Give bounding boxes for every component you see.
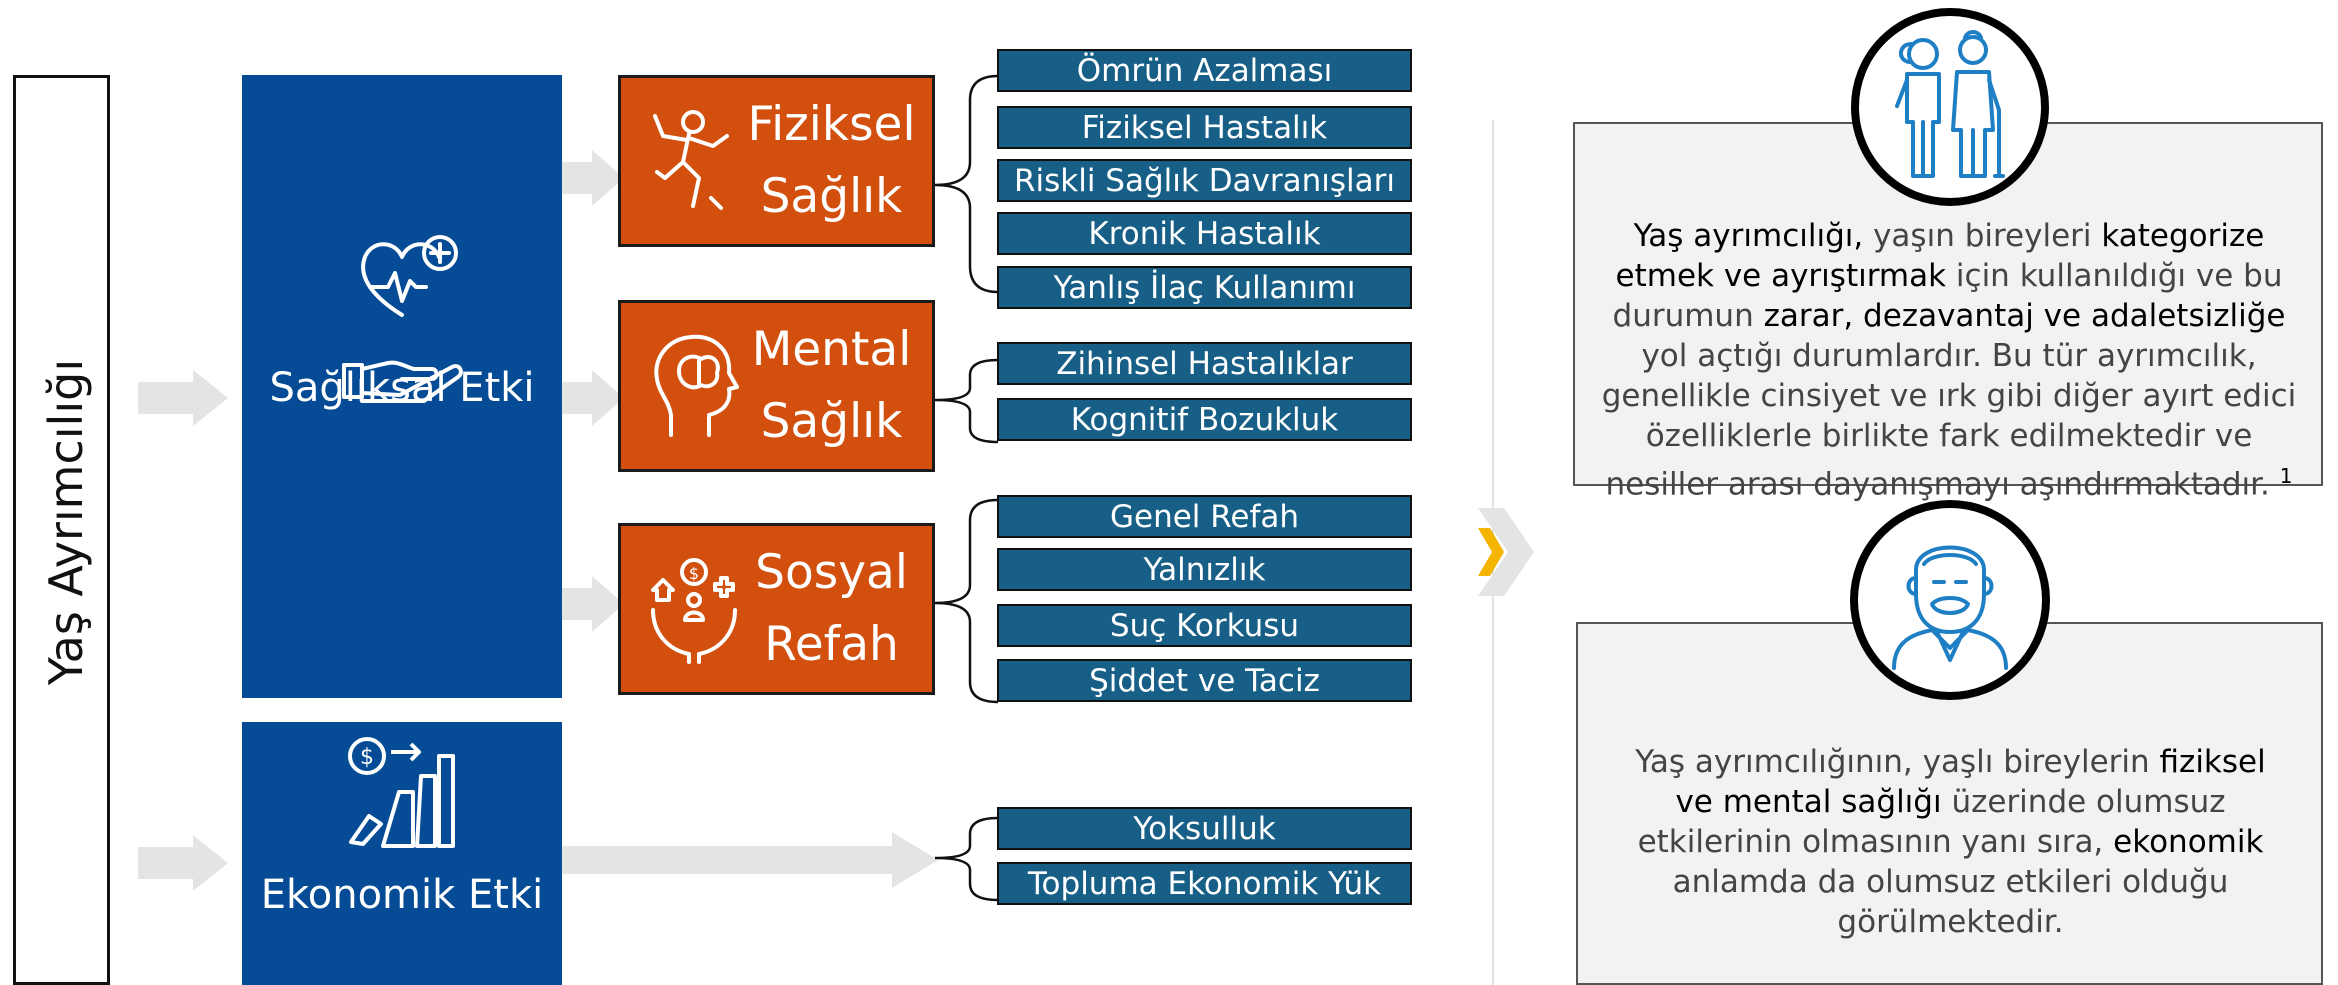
definition-panel: Yaş ayrımcılığı, yaşın bireyleri kategor… <box>1573 122 2323 502</box>
summary-part-5: anlamda da olumsuz etkileri olduğu görül… <box>1672 864 2229 940</box>
definition-emphasis-1: kategorize etmek ve ayrıştırmak <box>1615 218 2265 294</box>
chevron-right-icon <box>1478 508 1534 596</box>
brain-head-icon <box>654 334 739 437</box>
heart-hand-icon <box>342 235 463 403</box>
mental-health-line1: Mental <box>751 322 912 377</box>
item-poverty: Yoksulluk <box>997 807 1412 850</box>
item-physical-illness: Fiziksel Hastalık <box>997 106 1412 149</box>
hands-care-icon: $ <box>651 558 737 664</box>
money-chart-icon: $ <box>348 737 455 848</box>
definition-term: Yaş ayrımcılığı, <box>1633 218 1864 254</box>
definition-text: Yaş ayrımcılığı, yaşın bireyleri kategor… <box>1589 216 2309 504</box>
svg-text:$: $ <box>360 745 374 770</box>
physical-health-line2: Sağlık <box>760 169 903 224</box>
physical-health-box: Fiziksel Sağlık <box>618 75 935 247</box>
item-lifespan-reduction: Ömrün Azalması <box>997 49 1412 92</box>
elderly-couple-badge <box>1851 8 2049 206</box>
social-welfare-box: $ Sosyal Refah <box>618 523 935 695</box>
economic-impact-box: $ Ekonomik Etki <box>242 722 562 985</box>
definition-part-4: için kullanıldığı ve bu durumun <box>1612 258 2283 334</box>
item-economic-burden: Topluma Ekonomik Yük <box>997 862 1412 905</box>
social-welfare-title: Sosyal Refah <box>739 537 932 681</box>
physical-health-line1: Fiziksel <box>747 97 916 152</box>
arrow-to-economy <box>138 835 228 891</box>
physical-health-title: Fiziksel Sağlık <box>739 89 932 233</box>
economic-summary-text: Yaş ayrımcılığının, yaşlı bireylerin fiz… <box>1618 742 2283 942</box>
footnote-marker: 1 <box>2279 464 2293 488</box>
definition-part-6: yol açtığı durumlardır. Bu tür ayrımcılı… <box>1601 338 2297 503</box>
elderly-man-badge <box>1850 500 2050 700</box>
health-impact-box: Sağlıksal Etki <box>242 75 562 698</box>
mental-health-title: Mental Sağlık <box>739 314 932 458</box>
svg-text:$: $ <box>689 564 699 583</box>
item-loneliness: Yalnızlık <box>997 548 1412 591</box>
definition-emphasis-2: zarar, dezavantaj ve adaletsizliğe <box>1763 298 2286 334</box>
summary-part-3: üzerinde olumsuz etkilerinin olmasının y… <box>1637 784 2226 860</box>
summary-emphasis-1: fiziksel ve mental sağlığı <box>1675 744 2266 820</box>
elderly-couple-icon <box>1895 30 2005 178</box>
summary-emphasis-2: ekonomik <box>2113 824 2264 860</box>
definition-part-2: yaşın bireyleri <box>1863 218 2102 254</box>
item-violence-harassment: Şiddet ve Taciz <box>997 659 1412 702</box>
mental-health-box: Mental Sağlık <box>618 300 935 472</box>
runner-icon <box>653 110 729 210</box>
item-general-welfare: Genel Refah <box>997 495 1412 538</box>
arrow-to-health <box>138 370 228 426</box>
brackets <box>934 74 999 704</box>
mental-health-line2: Sağlık <box>760 394 903 449</box>
item-risky-health-behaviors: Riskli Sağlık Davranışları <box>997 159 1412 202</box>
arrow-to-social <box>562 576 624 632</box>
arrow-to-economic-items <box>562 832 938 888</box>
summary-part-1: Yaş ayrımcılığının, yaşlı bireylerin <box>1635 744 2160 780</box>
item-mental-illnesses: Zihinsel Hastalıklar <box>997 342 1412 385</box>
elderly-man-icon <box>1892 545 2008 670</box>
item-chronic-illness: Kronik Hastalık <box>997 212 1412 255</box>
economic-impact-label: Ekonomik Etki <box>260 872 544 918</box>
item-cognitive-impairment: Kognitif Bozukluk <box>997 398 1412 441</box>
arrow-to-physical <box>562 150 624 206</box>
social-welfare-line2: Refah <box>764 617 899 672</box>
left-title: Yaş Ayrımcılığı <box>39 358 93 686</box>
social-welfare-line1: Sosyal <box>755 545 908 600</box>
item-fear-of-crime: Suç Korkusu <box>997 604 1412 647</box>
item-wrong-medication: Yanlış İlaç Kullanımı <box>997 266 1412 309</box>
bracket-economic <box>934 816 999 902</box>
arrow-to-mental <box>562 370 624 426</box>
left-title-box <box>13 75 110 985</box>
health-impact-label: Sağlıksal Etki <box>269 365 535 411</box>
